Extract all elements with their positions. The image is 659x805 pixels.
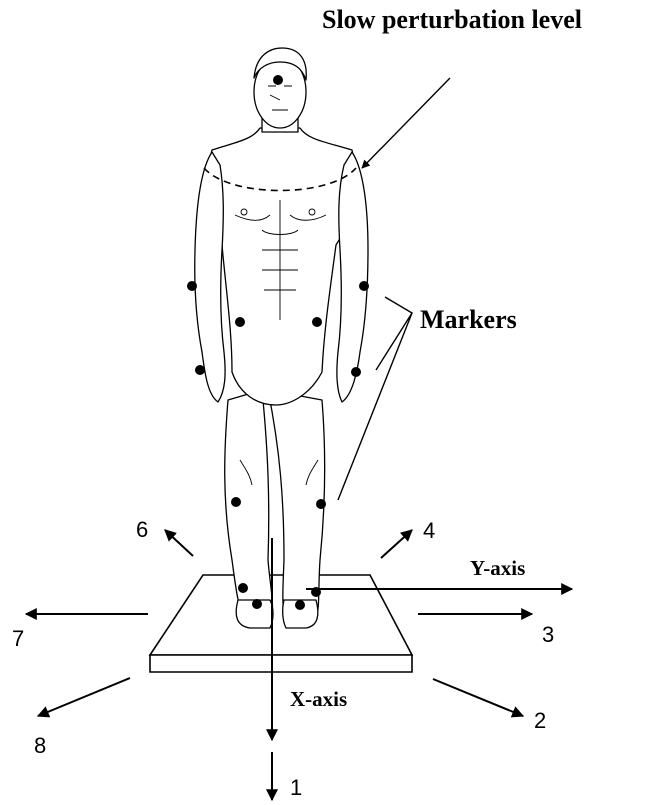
marker-toe-right <box>295 600 305 610</box>
direction-label-8: 8 <box>34 733 46 758</box>
direction-label-7: 7 <box>12 626 24 651</box>
x-axis-label: X-axis <box>290 687 347 711</box>
marker-ankle-left <box>238 583 248 593</box>
marker-head <box>273 75 283 85</box>
arrow-8 <box>38 678 130 716</box>
direction-label-6: 6 <box>136 517 148 542</box>
arrow-4 <box>381 530 412 558</box>
perturbation-pointer <box>362 78 450 168</box>
perturbation-label: Slow perturbation level <box>322 5 582 34</box>
markers-label: Markers <box>420 305 517 334</box>
marker-wrist-right <box>351 367 361 377</box>
direction-label-1: 1 <box>290 775 302 800</box>
direction-label-2: 2 <box>534 708 546 733</box>
y-axis-label: Y-axis <box>470 556 525 580</box>
marker-shoulder-right <box>359 281 369 291</box>
marker-knee-left <box>231 497 241 507</box>
marker-knee-right <box>316 499 326 509</box>
marker-hip-left <box>235 317 245 327</box>
arrow-6 <box>165 530 193 556</box>
direction-label-4: 4 <box>423 518 435 543</box>
marker-toe-left <box>252 599 262 609</box>
human-figure <box>195 48 368 628</box>
marker-shoulder-left <box>187 281 197 291</box>
marker-hip-right <box>312 317 322 327</box>
direction-label-3: 3 <box>542 622 554 647</box>
arrow-2 <box>433 679 523 716</box>
marker-wrist-left <box>195 365 205 375</box>
